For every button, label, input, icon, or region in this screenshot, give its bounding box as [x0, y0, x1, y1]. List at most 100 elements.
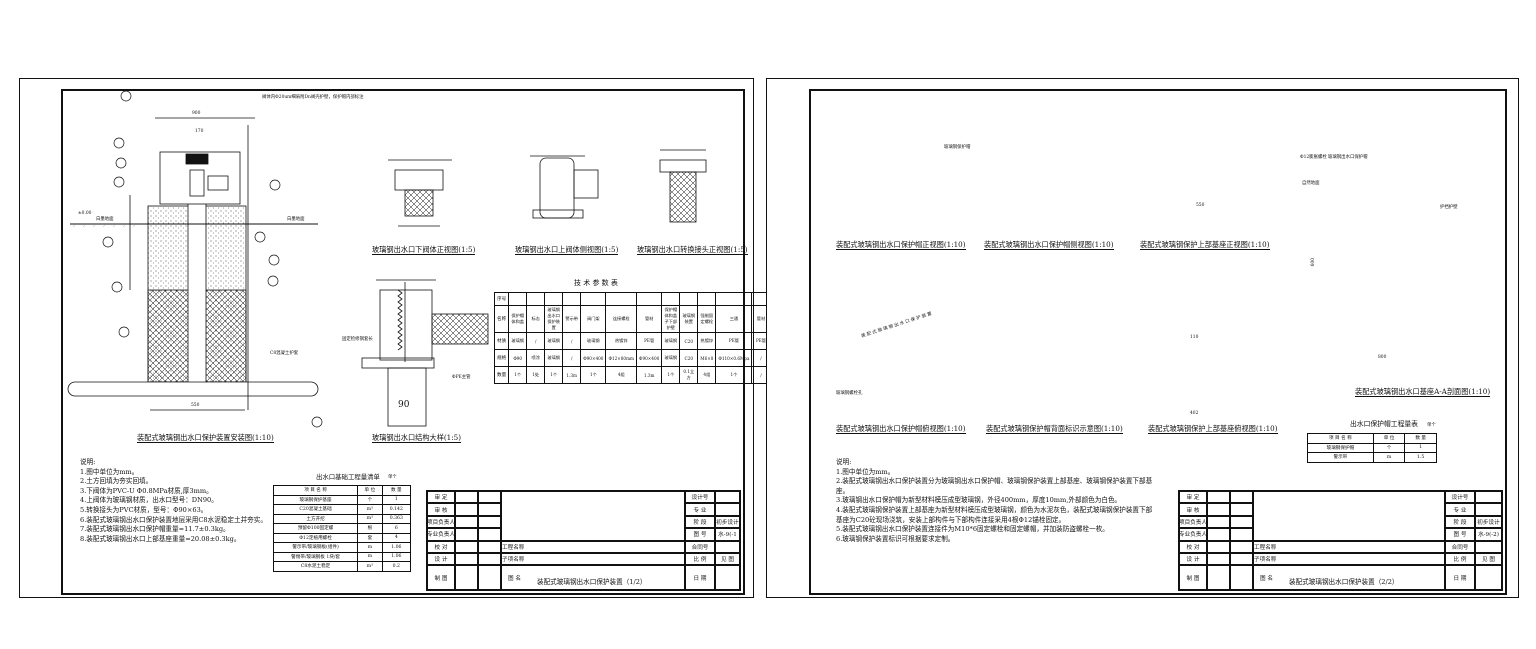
qty-header-row: 项 目 名 称单 位数 量 [1307, 433, 1437, 444]
side-tag: 护挡护壁 [1440, 205, 1458, 210]
titleblock-cell [715, 503, 740, 516]
titleblock-drawing-no-val: 水-9(-1 [715, 528, 740, 541]
valve-note: 阀体内Φ20um细肩附Dn阀壳护壁，保护帽内部标注 [262, 95, 364, 100]
tech-row-label: 序号 [493, 292, 510, 306]
base-top-title: 装配式玻璃钢保护上部基座俯视图(1:10) [1148, 424, 1278, 435]
ground-label-2: 自然地面 [1302, 181, 1320, 186]
tech-cell [715, 292, 753, 306]
titleblock-cell [1475, 540, 1502, 553]
titleblock-cell [455, 552, 478, 566]
titleblock-cell [1253, 491, 1445, 541]
tech-cell: 1处 [526, 366, 546, 384]
tech-cell: Φ12×80mm [605, 349, 638, 367]
titleblock-cell [1230, 540, 1253, 553]
titleblock-contract: 合同号 [685, 540, 715, 553]
titleblock-cell [715, 540, 740, 553]
qty-header-cell: 单 位 [357, 485, 383, 496]
tech-cell: 连接螺栓 [605, 305, 638, 333]
tech-cell: 玻璃钢 [544, 332, 564, 350]
ground-left-label: 白墨地面 [96, 217, 114, 222]
titleblock-approve: 审 定 [1179, 491, 1207, 504]
tech-cell [526, 292, 546, 306]
note-line: 1.图中单位为mm。 [80, 467, 139, 476]
titleblock-cell [1230, 515, 1253, 529]
tech-cell: 标志 [526, 305, 546, 333]
titleblock-review: 审 核 [427, 503, 455, 516]
cap-side-title: 装配式玻璃钢出水口保护帽侧视图(1:10) [984, 240, 1114, 251]
titleblock-draw: 制 图 [427, 565, 455, 590]
titleblock-cell [478, 540, 501, 553]
titleblock-cell [1230, 503, 1253, 516]
tech-cell: 保护帽体和盖子下部护壁 [661, 305, 681, 333]
notes-sheet-1: 说明:1.图中单位为mm。2.土方回填为夯实回填。3.下阀体为PVC-U Φ0.… [80, 458, 267, 544]
qty-cell: 玻璃钢保护基座 [272, 494, 359, 505]
qty-header-cell: 项 目 名 称 [1307, 433, 1374, 444]
tech-cell: 三通 [715, 305, 753, 333]
tech-row-label: 材质 [493, 332, 510, 350]
install-title: 装配式玻璃钢出水口保护装置安装图(1:10) [137, 433, 274, 444]
qty-header-cell: 数 量 [1404, 433, 1437, 444]
titleblock-sub-name: 子项名称 [501, 552, 685, 566]
cap-mark-title: 装配式玻璃钢保护帽背面标识示意图(1:10) [986, 424, 1123, 435]
note-line: 6.装配式玻璃钢出水口保护装置地层采用C8水泥稳定土并夯实。 [80, 515, 267, 524]
dim-600: 600 [1310, 258, 1316, 267]
structure-title: 玻璃钢出水口结构大样(1:5) [372, 433, 462, 444]
titleblock-cell [1207, 552, 1230, 566]
tech-cell: 玻璃钢 [661, 332, 681, 350]
qty1-unit-note: 单个 [388, 475, 397, 480]
tech-cell: 4组 [697, 366, 717, 384]
titleblock-2: 审 定设计号审 核专 业项目负责人阶 段初步设计专业负责人图 号水-9(-2)校… [1178, 490, 1503, 591]
qty-header-cell: 项 目 名 称 [272, 485, 359, 496]
tech-cell: 1个 [508, 366, 528, 384]
note-line: 2.装配式玻璃钢出水口保护装置分为玻璃钢出水口保护帽、玻璃钢保护装置上部基座、玻… [836, 477, 1153, 486]
titleblock-cell [1207, 503, 1230, 516]
qty-cell: 1.5 [1404, 452, 1437, 463]
cap-rim-tag: 玻璃钢出水口保护帽 [1328, 155, 1368, 160]
titleblock-cell [1230, 552, 1253, 566]
titleblock-cell [1207, 565, 1230, 590]
tech-cell [661, 292, 681, 306]
titleblock-cell [1475, 491, 1502, 504]
titleblock-date: 日 期 [685, 565, 715, 590]
titleblock-drawing-no-val: 水-9(-2) [1475, 528, 1502, 541]
qty-cell: 警惕带/玻璃钢板 1块/套 [272, 551, 359, 562]
tech-cell: 喷涂 [526, 349, 546, 367]
titleblock-cell [1475, 565, 1502, 590]
tech-cell: 玻璃钢 [544, 349, 564, 367]
qty-cell: 根 [357, 523, 383, 534]
qty-cell: C8水泥土稳定 [272, 561, 359, 572]
gravel-label: C8混凝土护套 [270, 351, 299, 356]
tech-cell: 0.1立方 [679, 366, 699, 384]
tech-cell: M6×8 [697, 349, 717, 367]
titleblock-drawing-no: 图 号 [685, 528, 715, 541]
tech-cell: 玻璃钢 [661, 349, 681, 367]
titleblock-cell [478, 503, 501, 516]
titleblock-draw: 制 图 [1179, 565, 1207, 590]
tech-cell: PE管 [715, 332, 753, 350]
tech-cell [636, 292, 663, 306]
dim-170: 170 [195, 129, 204, 134]
dim-402: 402 [1190, 411, 1199, 416]
titleblock-cell [1207, 491, 1230, 504]
tech-cell [580, 292, 607, 306]
qty1-title: 出水口基础工程量清单 [316, 473, 380, 481]
qty-cell: m³ [357, 513, 383, 524]
titleblock-discipline: 专 业 [685, 503, 715, 516]
tech-cell: Φ90 [508, 349, 528, 367]
tech-cell: / [526, 332, 546, 350]
tech-cell [697, 292, 717, 306]
titleblock-project-lead: 项目负责人 [427, 515, 455, 529]
titleblock-design: 设 计 [427, 552, 455, 566]
titleblock-cell [1230, 528, 1253, 541]
tech-row-label: 名称 [493, 305, 510, 333]
qty-header-cell: 单 位 [1372, 433, 1406, 444]
qty-header-row: 项 目 名 称单 位数 量 [272, 485, 412, 496]
titleblock-discipline: 专 业 [1445, 503, 1475, 516]
section-title: 装配式玻璃钢出水口基座A-A剖面图(1:10) [1355, 387, 1491, 398]
